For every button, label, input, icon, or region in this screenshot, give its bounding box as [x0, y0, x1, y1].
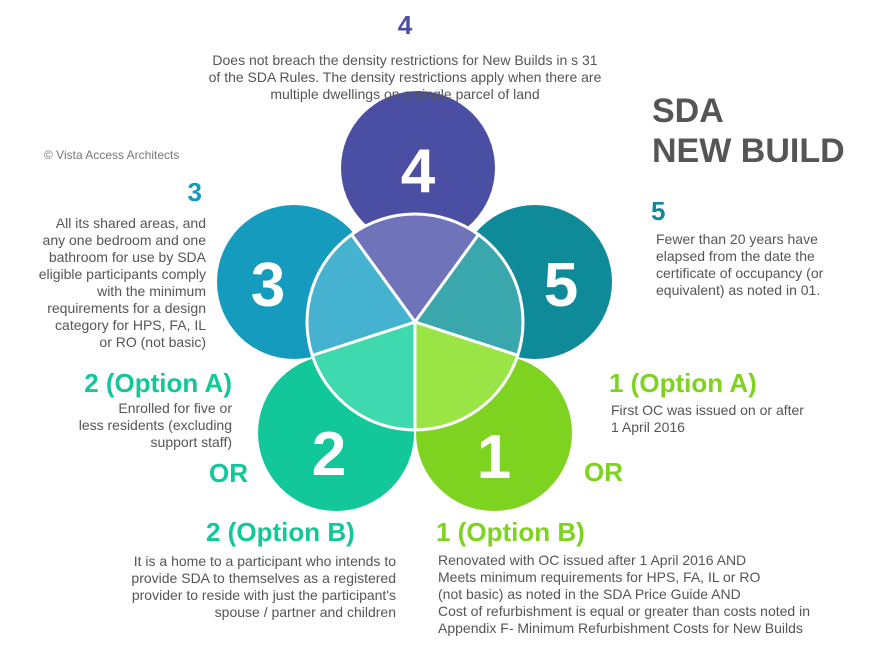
center-wedge-2 [310, 319, 417, 432]
section-3-heading: 3 [187, 177, 202, 207]
petal-2-number: 2 [312, 420, 346, 489]
section-1a-heading: 1 (Option A) [609, 368, 757, 398]
section-2b-text: It is a home to a participant who intend… [131, 553, 396, 620]
center-wedge-1 [413, 319, 520, 432]
section-4-text: Does not breach the density restrictions… [208, 52, 602, 102]
section-1b-text: Renovated with OC issued after 1 April 2… [438, 552, 810, 636]
petal-5-number: 5 [544, 251, 578, 320]
or-right: OR [584, 457, 623, 487]
section-5-heading: 5 [651, 196, 666, 226]
section-1b-heading: 1 (Option B) [436, 517, 585, 547]
section-5-text: Fewer than 20 years have elapsed from th… [656, 231, 824, 298]
center-pie [305, 212, 525, 432]
center-wedge-4 [349, 212, 481, 325]
petal-1-number: 1 [477, 423, 511, 492]
section-4-heading: 4 [397, 10, 413, 40]
center-wedge-5 [412, 232, 525, 358]
section-2a-text: Enrolled for five or less residents (exc… [78, 400, 232, 450]
page-title: SDA NEW BUILD [652, 92, 845, 170]
petal-3-number: 3 [251, 251, 285, 320]
center-wedge-3 [305, 232, 418, 358]
section-2b-heading: 2 (Option B) [206, 517, 355, 547]
copyright: © Vista Access Architects [44, 148, 180, 162]
section-2a-heading: 2 (Option A) [84, 368, 232, 398]
section-3-text: All its shared areas, and any one bedroo… [38, 215, 206, 350]
section-1a-text: First OC was issued on or after 1 April … [611, 402, 804, 435]
petal-4-number: 4 [401, 137, 436, 206]
petal-4 [341, 91, 495, 245]
or-left: OR [209, 458, 248, 488]
